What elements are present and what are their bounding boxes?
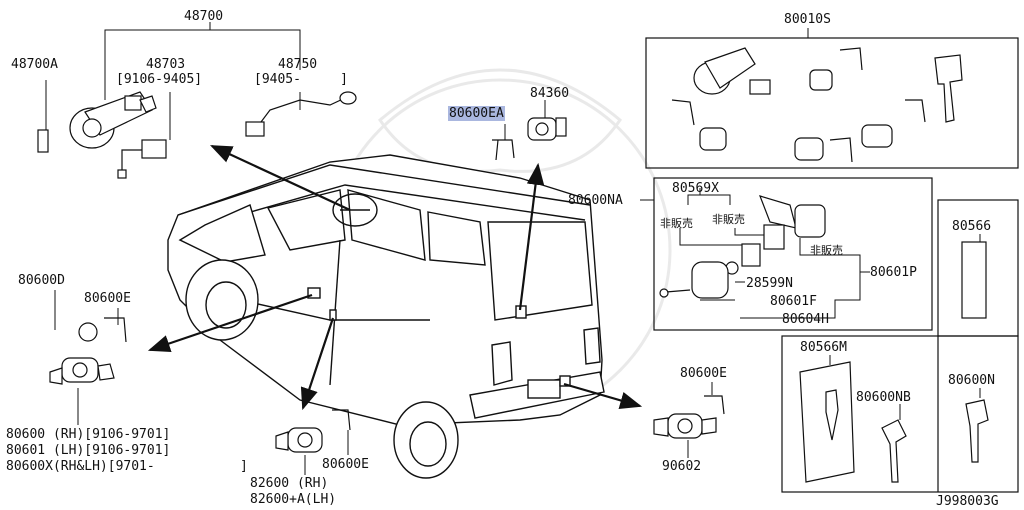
box-80600NA [653,177,933,331]
label-80601P[interactable]: 80601P [870,265,917,280]
back-door-lock-icon [653,395,725,439]
label-80600-rh[interactable]: 80600 (RH)[9106-9701] [6,427,171,442]
label-48703[interactable]: 48703 [146,57,186,72]
leader-lines [45,22,981,475]
tailgate-lock-icon [527,117,567,141]
label-80600X-close: ] [240,459,248,474]
box-80566M-80600N [781,335,1019,493]
label-80600D[interactable]: 80600D [18,273,65,288]
label-80010S[interactable]: 80010S [784,12,831,27]
label-80600E-bottom[interactable]: 80600E [322,457,369,472]
label-80600E-right[interactable]: 80600E [680,366,727,381]
key-card-icon [961,241,987,319]
box-80010S [645,37,1019,169]
diagram-code: J998003G [936,494,999,509]
keyless-remote-icons [659,195,826,299]
label-80600X[interactable]: 80600X(RH&LH)[9701- [6,459,155,474]
group-boxes [645,37,1019,493]
label-80569X[interactable]: 80569X [672,181,719,196]
label-48750-range: [9405- ] [254,72,348,87]
label-not-for-sale-1: 非販売 [660,217,693,230]
part-icons [37,47,989,483]
lock-set-icons [671,47,963,163]
label-80604H[interactable]: 80604H [782,312,829,327]
switch-connector-icon [117,139,167,179]
van-illustration [167,154,605,479]
label-28599N[interactable]: 28599N [746,276,793,291]
door-lock-cylinder-icons [49,317,127,385]
wire-harness-icon [245,91,357,137]
label-82600A-lh[interactable]: 82600+A(LH) [250,492,337,507]
label-80600NB[interactable]: 80600NB [856,390,911,405]
slide-door-lock-icon [275,409,351,453]
label-80600N[interactable]: 80600N [948,373,995,388]
pointer-arrows [147,145,643,411]
label-80566[interactable]: 80566 [952,219,992,234]
label-80600E-left[interactable]: 80600E [84,291,131,306]
label-80566M[interactable]: 80566M [800,340,847,355]
label-82600-rh[interactable]: 82600 (RH) [250,476,329,491]
label-80601-lh[interactable]: 80601 (LH)[9106-9701] [6,443,171,458]
label-not-for-sale-3: 非販売 [810,244,843,257]
ignition-lock-icon [37,91,153,153]
label-not-for-sale-2: 非販売 [712,213,745,226]
label-48703-range: [9106-9405] [116,72,203,87]
label-48700A[interactable]: 48700A [11,57,58,72]
label-90602[interactable]: 90602 [662,459,702,474]
label-84360[interactable]: 84360 [530,86,570,101]
label-80600EA[interactable]: 80600EA [448,106,505,121]
label-80600EA-highlight: 80600EA [448,106,505,121]
key-blank-icons [799,361,989,483]
label-80601F[interactable]: 80601F [770,294,817,309]
label-80600NA[interactable]: 80600NA [568,193,623,208]
label-48750[interactable]: 48750 [278,57,318,72]
label-48700[interactable]: 48700 [184,9,224,24]
